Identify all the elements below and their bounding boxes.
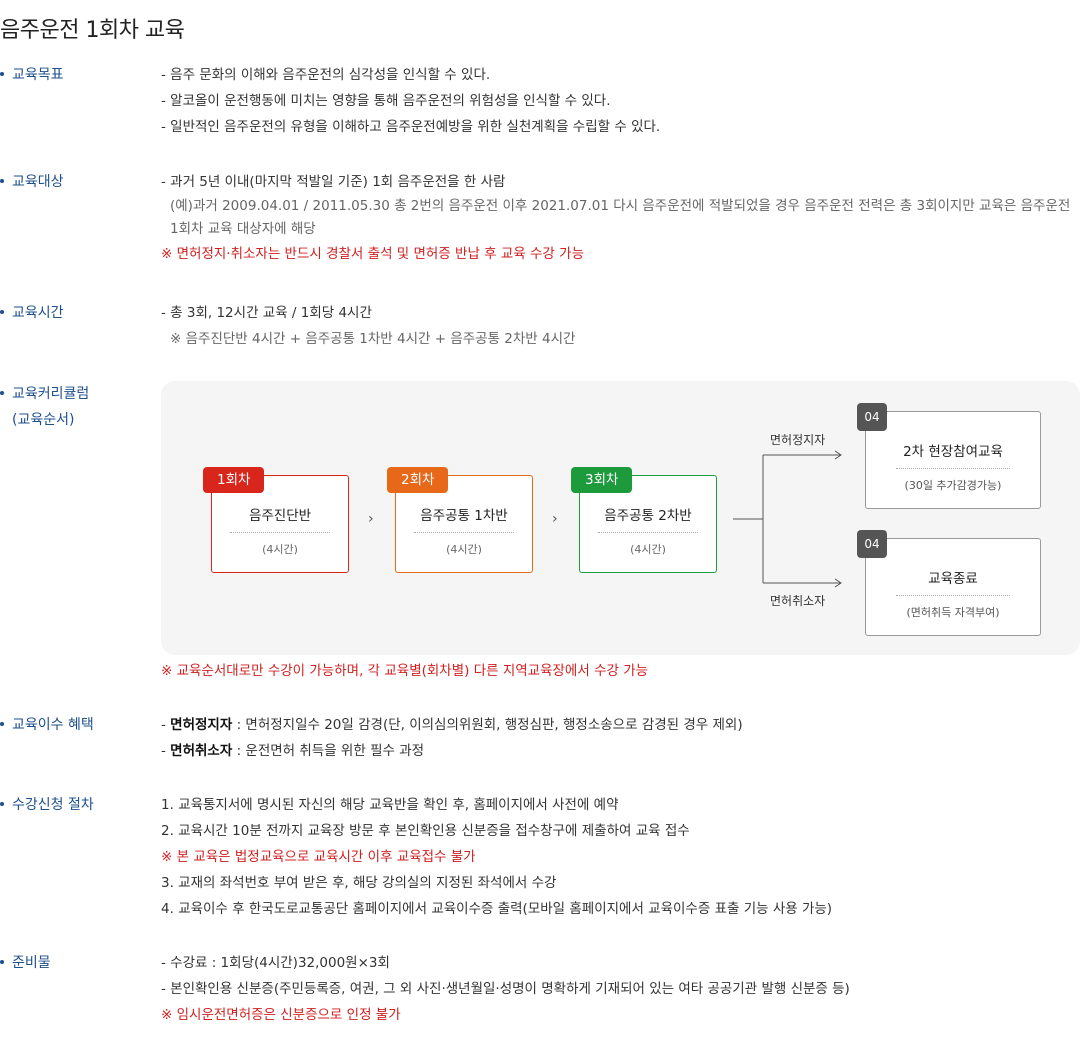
benefit-text: : 면허정지일수 20일 감경(단, 이의심의위원회, 행정심판, 행정소송으로…: [232, 717, 743, 733]
supplies-line-1: - 수강료 : 1회당(4시간)32,000원×3회: [161, 955, 390, 971]
chevron-right-icon: ›: [552, 511, 558, 527]
bullet-icon: [0, 72, 4, 76]
section-label-text: 준비물: [12, 955, 51, 971]
section-label-text: 교육커리큘럼: [12, 386, 90, 402]
section-label-goal: 교육목표: [0, 62, 64, 88]
section-label-benefit: 교육이수 혜택: [0, 712, 94, 738]
goal-line-1: - 음주 문화의 이해와 음주운전의 심각성을 인식할 수 있다.: [161, 67, 491, 83]
section-label-text: 교육대상: [12, 174, 64, 190]
target-content: - 과거 5년 이내(마지막 적발일 기준) 1회 음주운전을 한 사람 (예)…: [161, 169, 1076, 267]
section-label-procedure: 수강신청 절차: [0, 792, 94, 818]
section-label-text: 교육이수 혜택: [12, 717, 94, 733]
section-label-curriculum: 교육커리큘럼 (교육순서): [0, 381, 89, 433]
goal-line-3: - 일반적인 음주운전의 유형을 이해하고 음주운전예방을 위한 실천계획을 수…: [161, 119, 661, 135]
step-badge: 1회차: [203, 467, 265, 493]
benefit-line-2: - 면허취소자 : 운전면허 취득을 위한 필수 과정: [161, 743, 425, 759]
curriculum-step-2: 2회차 음주공통 1차반 (4시간): [387, 467, 533, 573]
step-title: 음주공통 1차반: [414, 504, 514, 533]
step-title: 음주진단반: [230, 504, 330, 533]
procedure-content: 1. 교육통지서에 명시된 자신의 해당 교육반을 확인 후, 홈페이지에서 사…: [161, 792, 1076, 922]
section-label-target: 교육대상: [0, 169, 64, 195]
procedure-step-1: 1. 교육통지서에 명시된 자신의 해당 교육반을 확인 후, 홈페이지에서 사…: [161, 797, 619, 813]
curriculum-warning: ※ 교육순서대로만 수강이 가능하며, 각 교육별(회차별) 다른 지역교육장에…: [161, 663, 649, 679]
step-note: (4시간): [630, 543, 666, 556]
branch-label-suspended: 면허정지자: [770, 433, 826, 447]
curriculum-result-field-education: 04 2차 현장참여교육 (30일 추가감경가능): [857, 403, 1041, 509]
section-label-time: 교육시간: [0, 300, 64, 326]
branch-connector: [733, 450, 842, 588]
procedure-step-2: 2. 교육시간 10분 전까지 교육장 방문 후 본인확인용 신분증을 접수창구…: [161, 823, 690, 839]
time-note: ※ 음주진단반 4시간 + 음주공통 1차반 4시간 + 음주공통 2차반 4시…: [170, 331, 576, 347]
benefit-strong: 면허정지자: [170, 717, 233, 733]
benefit-content: - 면허정지자 : 면허정지일수 20일 감경(단, 이의심의위원회, 행정심판…: [161, 712, 1076, 764]
target-warning: ※ 면허정지·취소자는 반드시 경찰서 출석 및 면허증 반납 후 교육 수강 …: [161, 246, 584, 262]
supplies-warning: ※ 임시운전면허증은 신분증으로 인정 불가: [161, 1007, 401, 1023]
bullet-icon: [0, 960, 4, 964]
result-note: (면허취득 자격부여): [906, 606, 1000, 619]
procedure-warning: ※ 본 교육은 법정교육으로 교육시간 이후 교육접수 불가: [161, 849, 476, 865]
benefit-line-1: - 면허정지자 : 면허정지일수 20일 감경(단, 이의심의위원회, 행정심판…: [161, 717, 743, 733]
bullet-icon: [0, 310, 4, 314]
target-line-1: - 과거 5년 이내(마지막 적발일 기준) 1회 음주운전을 한 사람: [161, 174, 506, 190]
curriculum-step-3: 3회차 음주공통 2차반 (4시간): [571, 467, 717, 573]
branch-label-revoked: 면허취소자: [770, 594, 826, 608]
curriculum-result-complete: 04 교육종료 (면허취득 자격부여): [857, 530, 1041, 636]
bullet-icon: [0, 391, 4, 395]
target-example: (예)과거 2009.04.01 / 2011.05.30 총 2번의 음주운전…: [170, 198, 1071, 237]
section-label-subtext: (교육순서): [12, 412, 75, 428]
supplies-content: - 수강료 : 1회당(4시간)32,000원×3회 - 본인확인용 신분증(주…: [161, 950, 1076, 1028]
result-title: 2차 현장참여교육: [896, 440, 1010, 469]
procedure-step-4: 4. 교육이수 후 한국도로교통공단 홈페이지에서 교육이수증 출력(모바일 홈…: [161, 901, 833, 917]
result-note: (30일 추가감경가능): [904, 479, 1002, 492]
curriculum-diagram: 1회차 음주진단반 (4시간) › 2회차 음주공통 1차반 (4시간) › 3…: [161, 381, 1080, 655]
chevron-right-icon: ›: [368, 511, 374, 527]
curriculum-step-1: 1회차 음주진단반 (4시간): [203, 467, 349, 573]
bullet-icon: [0, 722, 4, 726]
step-note: (4시간): [262, 543, 298, 556]
section-label-text: 수강신청 절차: [12, 797, 94, 813]
step-note: (4시간): [446, 543, 482, 556]
result-title: 교육종료: [896, 567, 1010, 596]
time-line-1: - 총 3회, 12시간 교육 / 1회당 4시간: [161, 305, 372, 321]
result-number: 04: [857, 403, 887, 431]
step-title: 음주공통 2차반: [598, 504, 698, 533]
procedure-step-3: 3. 교재의 좌석번호 부여 받은 후, 해당 강의실의 지정된 좌석에서 수강: [161, 875, 557, 891]
bullet-icon: [0, 179, 4, 183]
goal-content: - 음주 문화의 이해와 음주운전의 심각성을 인식할 수 있다. - 알코올이…: [161, 62, 1076, 140]
supplies-line-2: - 본인확인용 신분증(주민등록증, 여권, 그 외 사진·생년월일·성명이 명…: [161, 981, 850, 997]
section-label-supplies: 준비물: [0, 950, 51, 976]
step-badge: 2회차: [387, 467, 449, 493]
section-label-text: 교육시간: [12, 305, 64, 321]
section-label-text: 교육목표: [12, 67, 64, 83]
bullet-icon: [0, 802, 4, 806]
result-number: 04: [857, 530, 887, 558]
benefit-text: : 운전면허 취득을 위한 필수 과정: [232, 743, 425, 759]
page-title: 음주운전 1회차 교육: [0, 18, 185, 43]
time-content: - 총 3회, 12시간 교육 / 1회당 4시간 ※ 음주진단반 4시간 + …: [161, 300, 1076, 352]
benefit-strong: 면허취소자: [170, 743, 233, 759]
step-badge: 3회차: [571, 467, 633, 493]
goal-line-2: - 알코올이 운전행동에 미치는 영향을 통해 음주운전의 위험성을 인식할 수…: [161, 93, 611, 109]
